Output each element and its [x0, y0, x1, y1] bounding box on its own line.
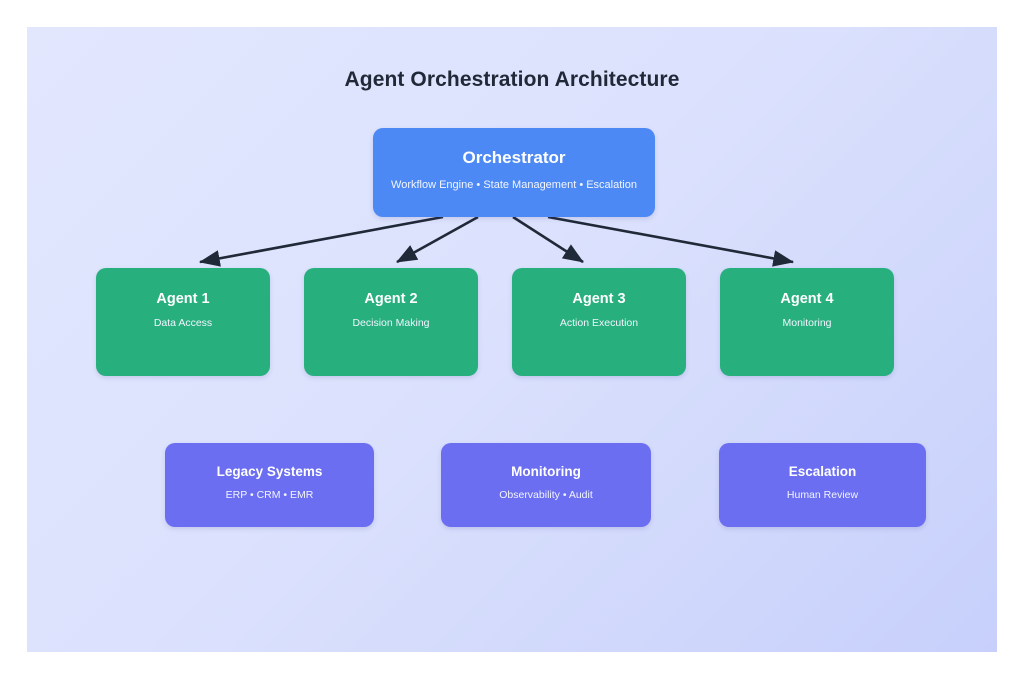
- node-agent-2-subtitle: Decision Making: [352, 317, 430, 329]
- edge-orchestrator-agent-3: [512, 215, 584, 264]
- node-agent-3-subtitle: Action Execution: [559, 317, 639, 329]
- node-legacy-systems[interactable]: Legacy Systems ERP • CRM • EMR: [165, 443, 374, 527]
- node-escalation[interactable]: Escalation Human Review: [719, 443, 926, 527]
- node-agent-4-title: Agent 4: [780, 291, 834, 307]
- node-monitoring-subtitle: Observability • Audit: [499, 489, 593, 501]
- node-orchestrator-title: Orchestrator: [462, 148, 566, 167]
- node-agent-4-subtitle: Monitoring: [782, 317, 832, 329]
- node-escalation-subtitle: Human Review: [786, 489, 859, 501]
- node-legacy-systems-subtitle: ERP • CRM • EMR: [225, 489, 314, 501]
- node-monitoring-title: Monitoring: [511, 464, 581, 479]
- node-orchestrator[interactable]: Orchestrator Workflow Engine • State Man…: [373, 128, 655, 217]
- node-agent-3[interactable]: Agent 3 Action Execution: [512, 268, 686, 376]
- node-orchestrator-subtitle: Workflow Engine • State Management • Esc…: [391, 179, 637, 191]
- node-agent-1-subtitle: Data Access: [153, 317, 213, 329]
- node-agent-1[interactable]: Agent 1 Data Access: [96, 268, 270, 376]
- page-title: Agent Orchestration Architecture: [344, 68, 680, 91]
- edge-orchestrator-agent-1: [198, 215, 444, 267]
- edge-orchestrator-agent-4: [547, 215, 795, 267]
- node-agent-3-title: Agent 3: [572, 291, 626, 307]
- edge-orchestrator-agent-2: [396, 215, 479, 264]
- node-escalation-title: Escalation: [788, 464, 857, 479]
- node-monitoring[interactable]: Monitoring Observability • Audit: [441, 443, 651, 527]
- diagram-panel: Agent Orchestration Architecture Orchest…: [27, 27, 997, 652]
- node-agent-2-title: Agent 2: [364, 291, 418, 307]
- node-agent-2[interactable]: Agent 2 Decision Making: [304, 268, 478, 376]
- node-agent-1-title: Agent 1: [156, 291, 210, 307]
- node-agent-4[interactable]: Agent 4 Monitoring: [720, 268, 894, 376]
- node-legacy-systems-title: Legacy Systems: [216, 464, 323, 479]
